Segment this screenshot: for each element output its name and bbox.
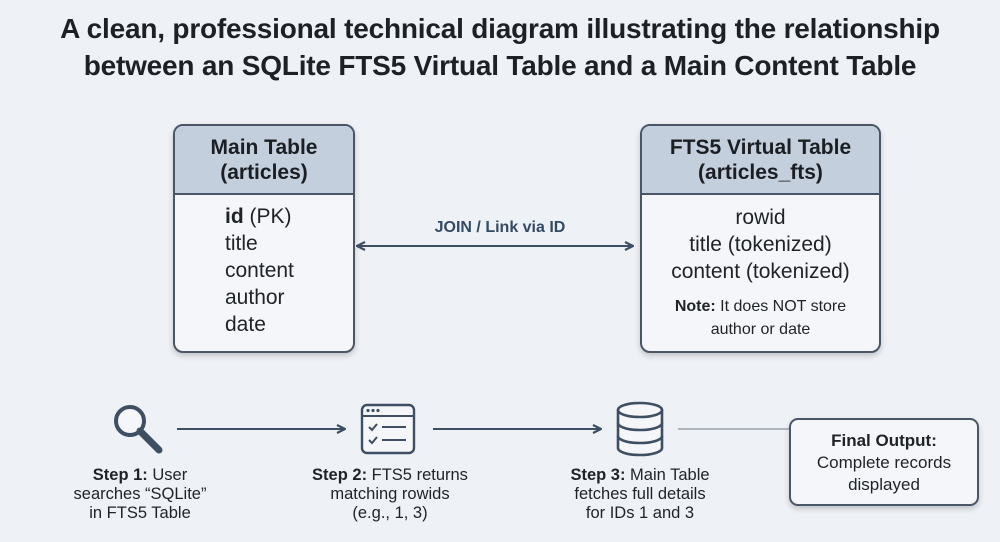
field-rowid: rowid bbox=[735, 206, 786, 229]
search-icon bbox=[114, 405, 163, 454]
final-output-line-1: Complete records bbox=[816, 453, 952, 472]
field-title-tokenized: title (tokenized) bbox=[689, 233, 832, 256]
fts-table-fields: rowid title (tokenized) content (tokeniz… bbox=[642, 195, 879, 341]
database-icon bbox=[616, 401, 664, 457]
fts-table-box: FTS5 Virtual Table (articles_fts) rowid … bbox=[640, 124, 881, 353]
field-title: title bbox=[225, 232, 258, 255]
checklist-icon bbox=[360, 403, 416, 455]
final-output-line-2: displayed bbox=[848, 475, 920, 494]
main-table-identifier: (articles) bbox=[220, 161, 308, 184]
fts-table-header: FTS5 Virtual Table (articles_fts) bbox=[642, 126, 879, 195]
field-date: date bbox=[225, 313, 266, 336]
title-line-1: A clean, professional technical diagram … bbox=[60, 13, 940, 44]
step-2-text: Step 2: FTS5 returns matching rowids (e.… bbox=[312, 466, 468, 522]
title-line-2: between an SQLite FTS5 Virtual Table and… bbox=[83, 50, 917, 81]
diagram-title: A clean, professional technical diagram … bbox=[0, 10, 1000, 84]
main-table-fields: id (PK) title content author date bbox=[175, 195, 353, 338]
fts-table-identifier: (articles_fts) bbox=[698, 161, 823, 184]
field-author: author bbox=[225, 286, 285, 309]
field-content: content bbox=[225, 259, 294, 282]
join-link-label: JOIN / Link via ID bbox=[434, 219, 566, 236]
main-table-name: Main Table bbox=[210, 136, 318, 159]
field-id: id (PK) bbox=[225, 205, 292, 228]
final-output-title: Final Output: bbox=[831, 431, 937, 450]
fts-note: Note: It does NOT store author or date bbox=[674, 298, 847, 338]
field-content-tokenized: content (tokenized) bbox=[671, 260, 850, 283]
step-3-text: Step 3: Main Table fetches full details … bbox=[570, 466, 710, 522]
fts-table-name: FTS5 Virtual Table bbox=[669, 136, 852, 159]
step-1-text: Step 1: User searches “SQLite” in FTS5 T… bbox=[73, 466, 207, 522]
final-output-box: Final Output: Complete records displayed bbox=[789, 418, 979, 506]
main-table-header: Main Table (articles) bbox=[175, 126, 353, 195]
main-table-box: Main Table (articles) id (PK) title cont… bbox=[173, 124, 355, 353]
